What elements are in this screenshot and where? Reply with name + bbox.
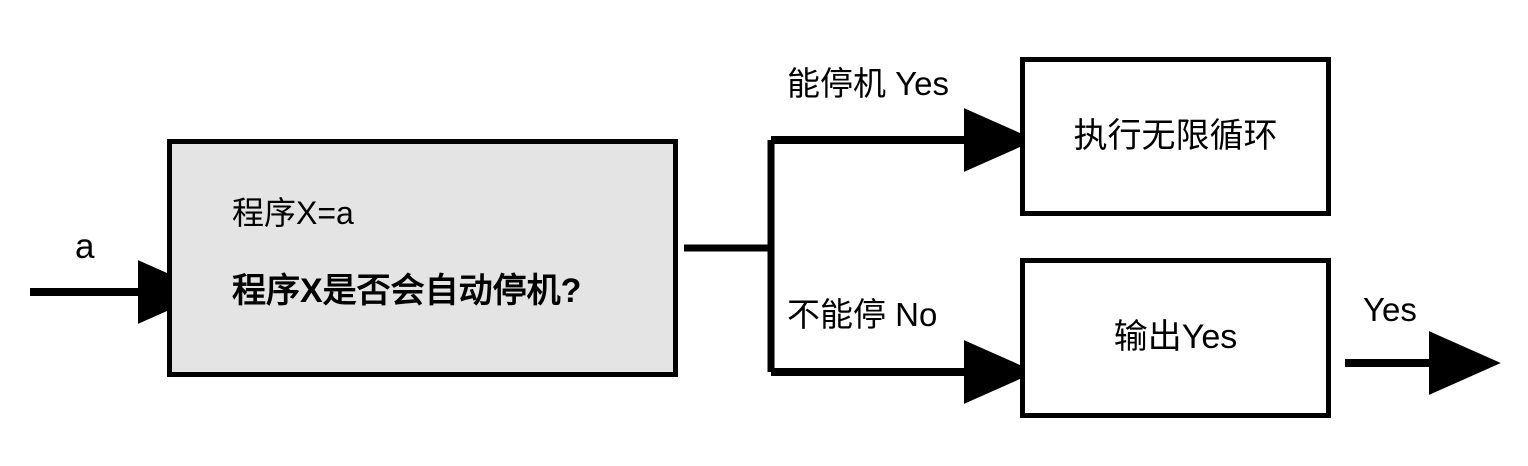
output-box-infinite-loop[interactable]: 执行无限循环: [1020, 57, 1331, 216]
edge-label-branch-yes: 能停机 Yes: [787, 65, 950, 102]
process-text: 程序X=a 程序X是否会自动停机?: [232, 195, 662, 311]
process-line-1: 程序X=a: [232, 195, 354, 231]
output-box-print-yes[interactable]: 输出Yes: [1020, 258, 1331, 418]
process-line-2: 程序X是否会自动停机?: [232, 272, 582, 311]
edge-label-input-a: a: [75, 227, 95, 266]
output-box-print-yes-label: 输出Yes: [1113, 318, 1238, 357]
process-box[interactable]: 程序X=a 程序X是否会自动停机?: [167, 139, 678, 377]
edge-label-exit-yes: Yes: [1363, 291, 1417, 328]
edge-label-branch-no: 不能停 No: [787, 296, 938, 333]
output-box-infinite-loop-label: 执行无限循环: [1073, 116, 1278, 155]
